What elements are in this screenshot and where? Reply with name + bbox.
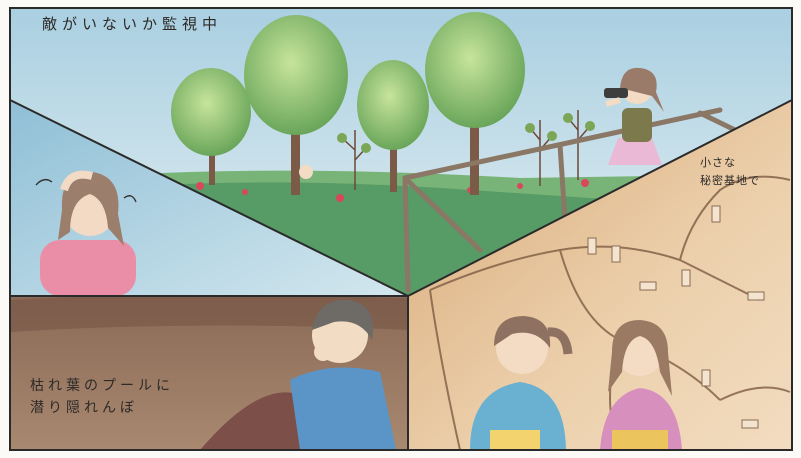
panel-forest	[10, 8, 792, 296]
tree	[244, 15, 348, 195]
peeking-kid	[299, 165, 313, 179]
hiding-boy	[200, 299, 396, 450]
girl-ponytail	[470, 316, 573, 450]
tree	[357, 60, 429, 192]
thinking-girl	[40, 170, 136, 296]
girl-with-binoculars	[604, 67, 664, 165]
tree	[425, 12, 525, 195]
panel-secret-base	[408, 100, 792, 451]
worry-lines	[35, 178, 137, 203]
caption-secret-base: 小さな 秘密基地で	[700, 156, 760, 187]
tree	[171, 68, 251, 185]
caption-leaf-pool: 枯れ葉のプールに 潜り隠れんぼ	[30, 378, 174, 416]
panel-borders	[9, 7, 793, 451]
caption-watching: 敵がいないか監視中	[42, 15, 223, 33]
girl-long-hair	[600, 320, 682, 450]
panel-leaf-pool	[10, 295, 408, 450]
